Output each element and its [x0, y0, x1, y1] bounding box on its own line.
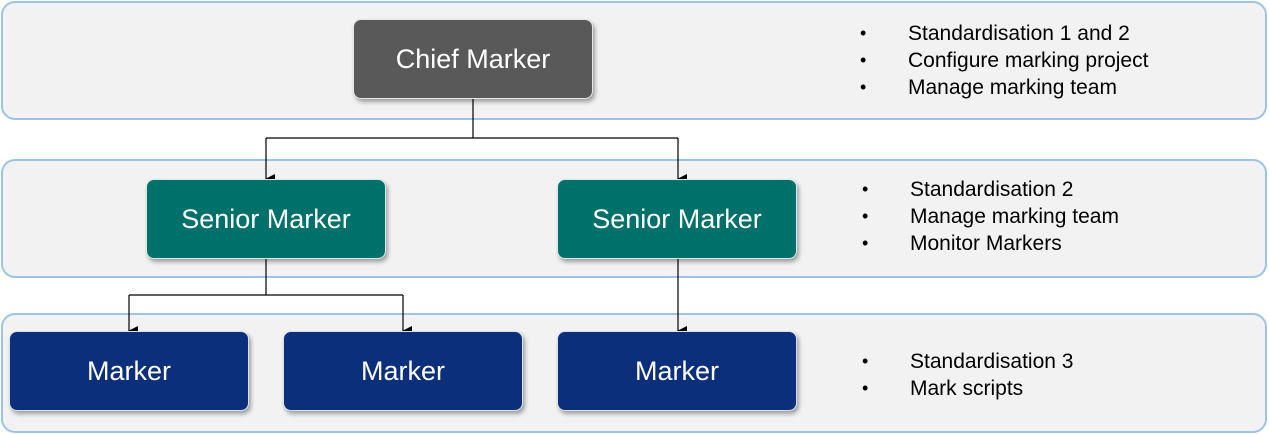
- marker-node-2: Marker: [283, 331, 523, 411]
- marker-responsibilities-list: Standardisation 3 Mark scripts: [862, 348, 1073, 402]
- marker-node-1: Marker: [9, 331, 249, 411]
- responsibility-item: Standardisation 2: [862, 176, 1119, 203]
- responsibility-item: Standardisation 3: [862, 348, 1073, 375]
- senior-marker-node-1: Senior Marker: [146, 179, 386, 259]
- senior-responsibilities-list: Standardisation 2 Manage marking team Mo…: [862, 176, 1119, 257]
- responsibility-item: Manage marking team: [860, 74, 1148, 101]
- marker-node-3: Marker: [557, 331, 797, 411]
- chief-responsibilities-list: Standardisation 1 and 2 Configure markin…: [860, 20, 1148, 101]
- senior-marker-node-2: Senior Marker: [557, 179, 797, 259]
- responsibility-item: Monitor Markers: [862, 230, 1119, 257]
- responsibility-item: Standardisation 1 and 2: [860, 20, 1148, 47]
- chief-marker-node: Chief Marker: [353, 19, 593, 99]
- responsibility-item: Mark scripts: [862, 375, 1073, 402]
- responsibility-item: Manage marking team: [862, 203, 1119, 230]
- responsibility-item: Configure marking project: [860, 47, 1148, 74]
